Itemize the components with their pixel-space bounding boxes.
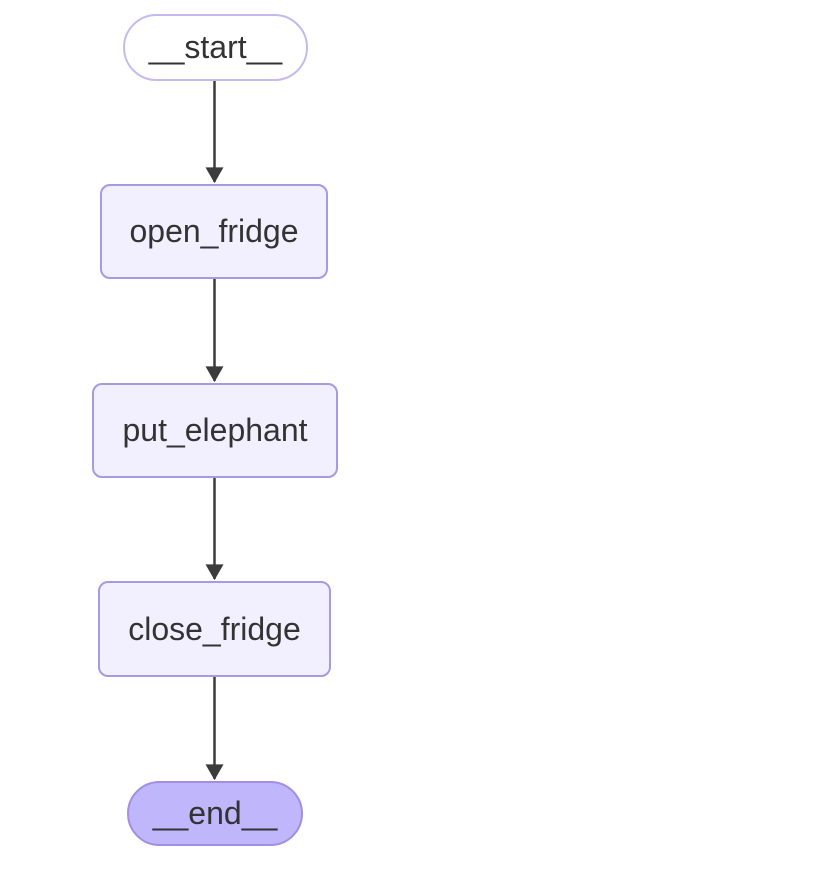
node-start: __start__ — [123, 14, 308, 81]
node-close-fridge: close_fridge — [98, 581, 331, 677]
node-put-elephant-label: put_elephant — [122, 412, 308, 448]
node-open-fridge-label: open_fridge — [129, 213, 299, 249]
node-end: __end__ — [127, 781, 303, 846]
node-end-label: __end__ — [152, 795, 278, 831]
node-close-fridge-label: close_fridge — [128, 610, 301, 647]
node-start-label: __start__ — [148, 29, 283, 65]
node-open-fridge: open_fridge — [100, 184, 328, 279]
node-put-elephant: put_elephant — [92, 383, 338, 478]
